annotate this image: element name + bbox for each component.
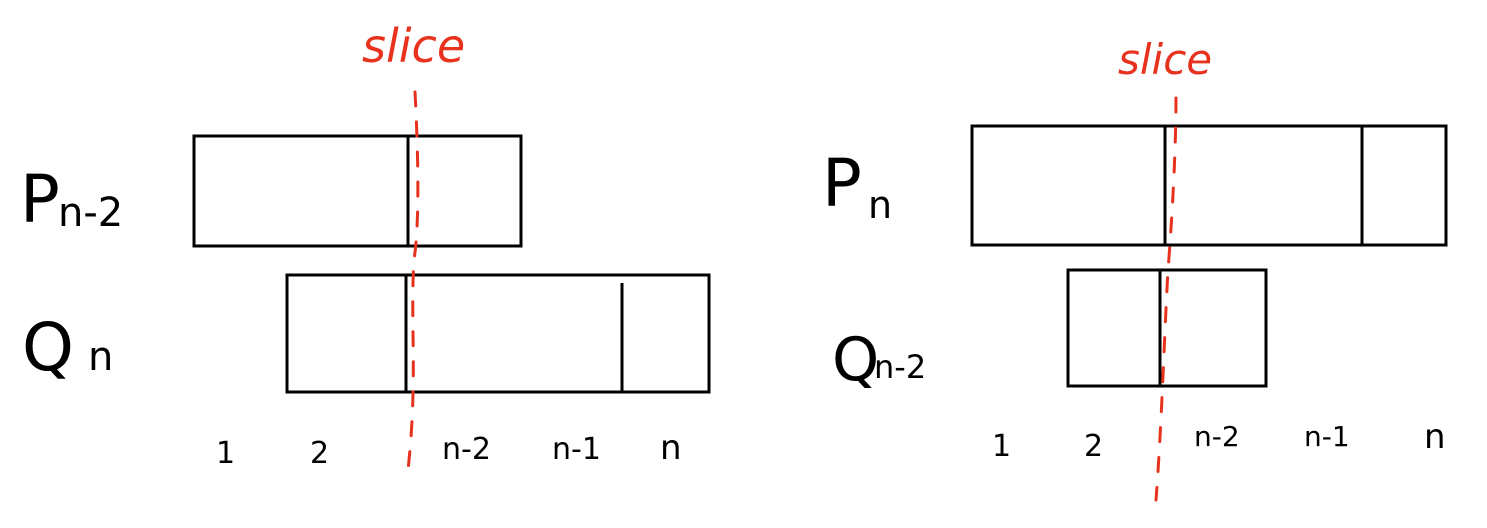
right-col-label-2: 2 — [1084, 429, 1103, 464]
left-diagram: slice P n-2 Q n 1 2 n-2 n-1 n — [20, 19, 711, 472]
left-row2-subscript: n — [88, 334, 113, 380]
right-slice-line — [1154, 96, 1178, 502]
right-p-box — [970, 124, 1448, 247]
left-col-label-3: n-2 — [442, 432, 491, 467]
right-row2-label: Q — [832, 325, 879, 395]
right-diagram: slice P n Q n-2 1 2 n-2 n-1 n — [822, 35, 1448, 502]
right-col-label-4: n-1 — [1304, 420, 1350, 453]
right-col-label-5: n — [1424, 417, 1446, 457]
right-col-label-1: 1 — [992, 429, 1011, 464]
left-row1-label: P — [20, 161, 60, 238]
left-row2-label: Q — [22, 309, 74, 386]
left-col-label-5: n — [660, 428, 682, 468]
right-row1-label: P — [822, 145, 862, 222]
left-col-label-4: n-1 — [552, 432, 601, 467]
right-col-label-3: n-2 — [1194, 420, 1240, 453]
left-col-label-1: 1 — [216, 436, 235, 471]
right-q-box — [1066, 268, 1268, 388]
right-row1-subscript: n — [868, 183, 892, 227]
right-slice-label: slice — [1118, 35, 1212, 84]
left-row1-subscript: n-2 — [58, 190, 123, 236]
left-p-box — [192, 134, 523, 248]
left-slice-label: slice — [362, 19, 465, 73]
right-row2-subscript: n-2 — [874, 348, 926, 386]
left-slice-line — [406, 90, 420, 472]
left-q-box — [285, 273, 711, 394]
left-col-label-2: 2 — [310, 436, 329, 471]
